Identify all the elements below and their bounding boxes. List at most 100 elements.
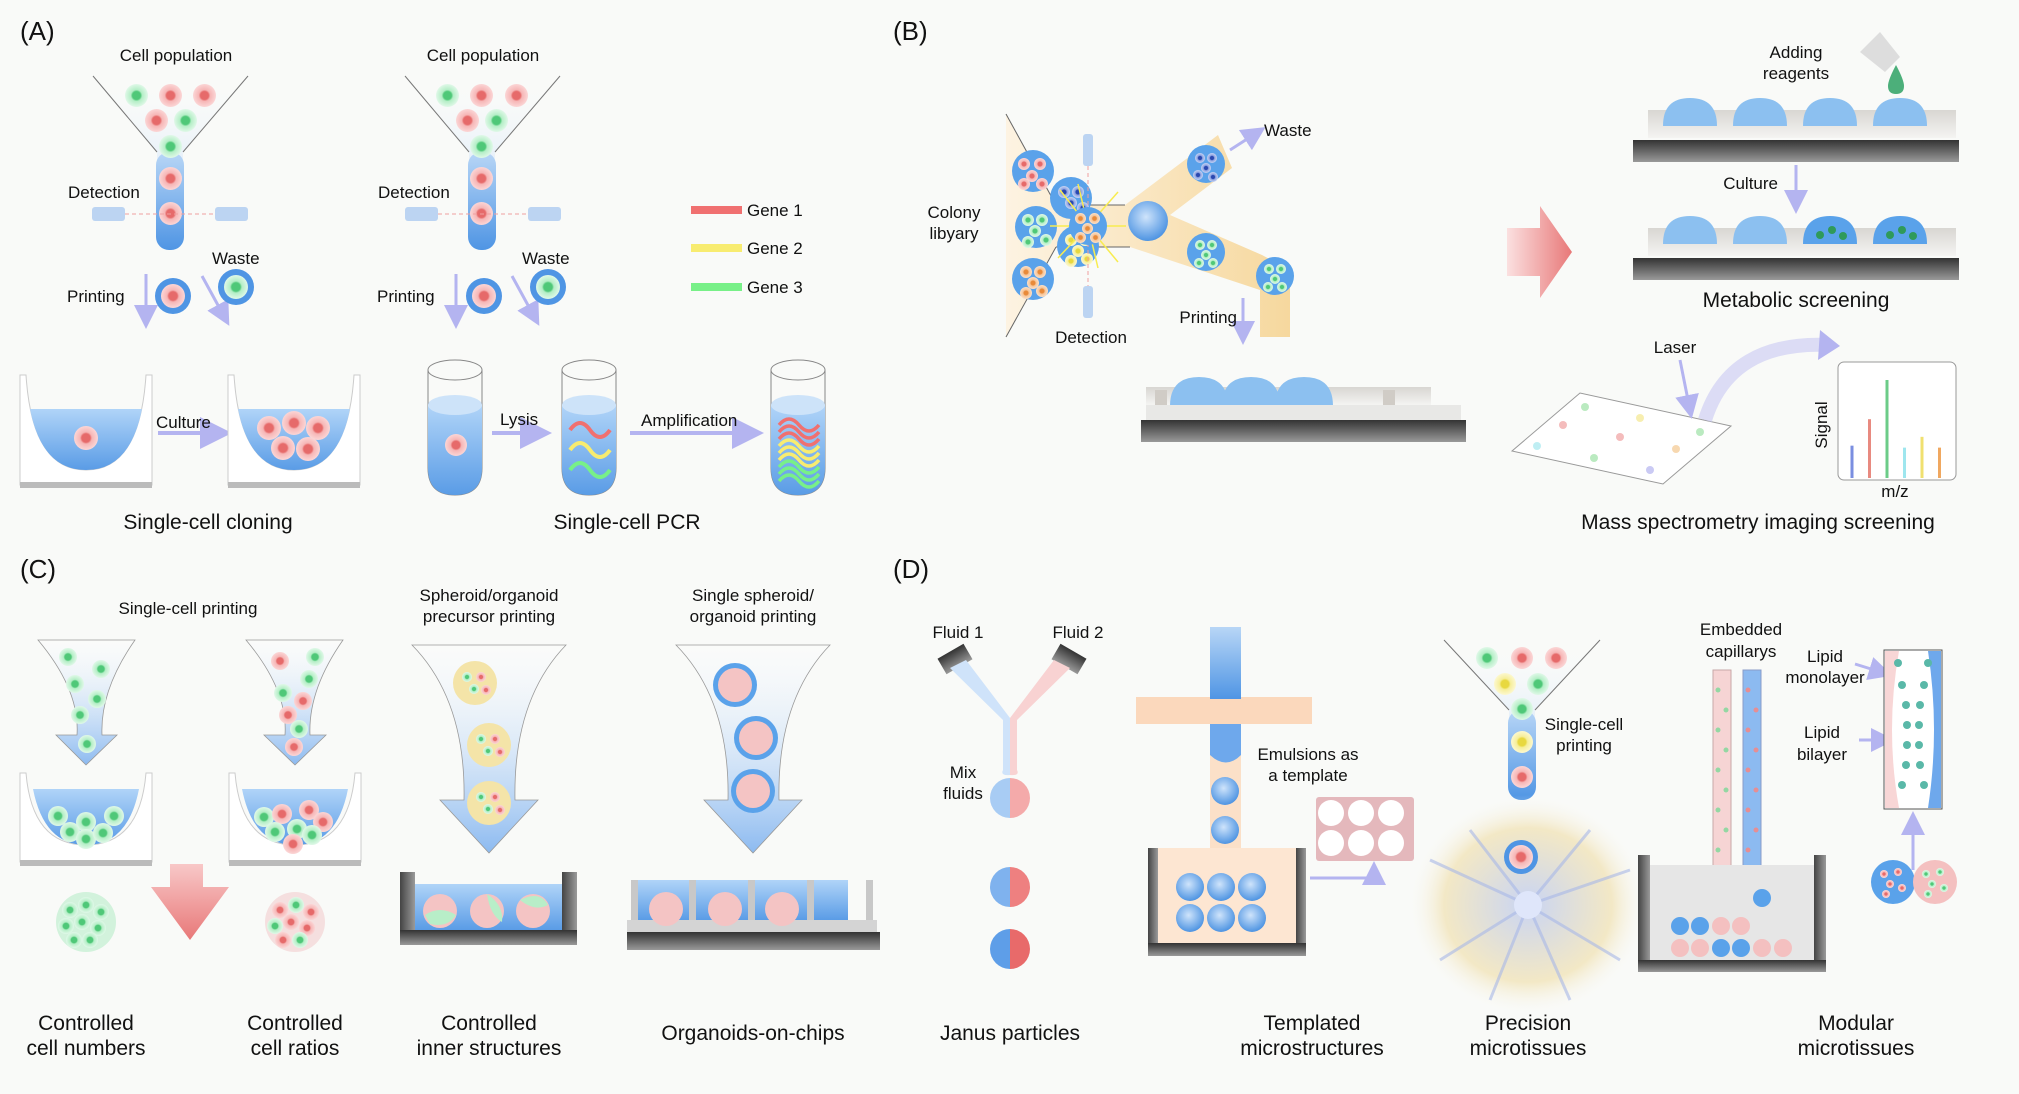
caption-controlled-cell-numbers-line1: Controlled: [38, 1012, 134, 1035]
monolayer-label-line2: monolayer: [1785, 668, 1865, 687]
janus-particles: Fluid 1 Fluid 2 Mix fluids Janus particl…: [932, 623, 1103, 1045]
sc-printing-label-line1: Single-cell: [1545, 715, 1623, 734]
amplification-label: Amplification: [641, 411, 737, 430]
legend-swatch-gene-3: [691, 283, 742, 291]
caption-templated-line2: microstructures: [1240, 1037, 1384, 1060]
fluid-2-label: Fluid 2: [1052, 623, 1103, 642]
empty-droplet: [1128, 201, 1168, 241]
detection-zone: Detection: [1050, 134, 1127, 347]
emulsion-label-line2: a template: [1268, 766, 1347, 785]
ms-imaging-screening: Laser Signal m/z Mass spectrometry imagi…: [1510, 330, 1957, 534]
precursor-spheroids: [453, 661, 511, 825]
cell-cluster: [125, 84, 216, 225]
legend-label-gene-3: Gene 3: [747, 278, 803, 297]
mix-fluids-label-line2: fluids: [943, 784, 983, 803]
panel-d-label: (D): [893, 554, 929, 584]
adding-label-line1: Adding: [1770, 43, 1823, 62]
colony-library-label-line2: libyary: [929, 224, 979, 243]
precursor-label-line2: precursor printing: [423, 607, 555, 626]
mz-axis-label: m/z: [1881, 482, 1908, 501]
panel-b: (B) Colony libyary: [893, 16, 1959, 534]
spectrum-peaks: [1850, 380, 1941, 478]
cell-population-label: Cell population: [120, 46, 232, 65]
laser-label: Laser: [1654, 338, 1697, 357]
panel-b-label: (B): [893, 16, 928, 46]
reagent-drop-icon: [1888, 65, 1904, 94]
caption-precision-line2: microtissues: [1470, 1037, 1587, 1060]
detection-label-b: Detection: [1055, 328, 1127, 347]
msi-caption: Mass spectrometry imaging screening: [1581, 511, 1935, 534]
legend-swatch-gene-2: [691, 244, 742, 252]
funnel-2: Cell population Detection Printing Waste: [377, 46, 570, 329]
legend-swatch-gene-1: [691, 206, 742, 214]
fluid-1-label: Fluid 1: [932, 623, 983, 642]
capillary-label-line2: capillarys: [1706, 642, 1777, 661]
detection-label-2: Detection: [378, 183, 450, 202]
single-cell-cloning-caption: Single-cell cloning: [123, 511, 292, 534]
fluid-1-inlet: [937, 643, 973, 675]
gene-legend: Gene 1 Gene 2 Gene 3: [691, 201, 803, 297]
flow-arrow-right: [1507, 206, 1572, 298]
cell-cluster-2: [436, 84, 528, 225]
sc-printing-label-line2: printing: [1556, 736, 1612, 755]
lipid-molecules: [1894, 659, 1932, 789]
panel-c-label: (C): [20, 554, 56, 584]
metabolic-screening: Adding reagents Culture: [1633, 32, 1959, 312]
single-spheroids: [713, 663, 778, 813]
caption-controlled-inner-structures-line2: inner structures: [417, 1037, 562, 1060]
signal-axis-label: Signal: [1812, 401, 1831, 448]
culture-label: Culture: [156, 413, 211, 432]
waste-label-b: Waste: [1264, 121, 1312, 140]
waste-label-2: Waste: [522, 249, 570, 268]
caption-templated-line1: Templated: [1264, 1012, 1361, 1035]
adding-label-line2: reagents: [1763, 64, 1829, 83]
emulsion-label-line1: Emulsions as: [1257, 745, 1358, 764]
single-cell-pcr-caption: Single-cell PCR: [553, 511, 700, 534]
modules: [1671, 889, 1792, 957]
caption-modular-line2: microtissues: [1798, 1037, 1915, 1060]
caption-controlled-cell-numbers-line2: cell numbers: [26, 1037, 145, 1060]
caption-janus-particles: Janus particles: [940, 1022, 1080, 1045]
mix-fluids-label-line1: Mix: [950, 763, 977, 782]
panel-a-label: (A): [20, 16, 55, 46]
printing-label: Printing: [67, 287, 125, 306]
spectrum-plot: [1837, 361, 1957, 481]
printed-plate: [1141, 377, 1466, 442]
capillary-cells: [1715, 687, 1759, 853]
single-cell-pcr: Lysis Amplification: [427, 359, 826, 534]
fluid-2-inlet: [1051, 643, 1087, 675]
caption-controlled-cell-ratios-line1: Controlled: [247, 1012, 343, 1035]
printing-label-b: Printing: [1179, 308, 1237, 327]
monolayer-label-line1: Lipid: [1807, 647, 1843, 666]
colony-library-label-line1: Colony: [928, 203, 981, 222]
waste-label: Waste: [212, 249, 260, 268]
funnel-1: Cell population Detection Printing Waste: [67, 46, 260, 329]
detector-right: [215, 207, 248, 221]
detection-label: Detection: [68, 183, 140, 202]
modular-microtissues: Embedded capillarys: [1638, 620, 1957, 1060]
funnel-stem: [156, 152, 184, 250]
lysis-label: Lysis: [500, 410, 538, 429]
culture-label-b: Culture: [1723, 174, 1778, 193]
single-spheroid-label-line2: organoid printing: [690, 607, 817, 626]
printing-label-2: Printing: [377, 287, 435, 306]
caption-controlled-cell-ratios-line2: cell ratios: [251, 1037, 340, 1060]
caption-controlled-inner-structures-line1: Controlled: [441, 1012, 537, 1035]
templated-microstructures: Emulsions as a template Templated micros…: [1136, 627, 1414, 1060]
pipette-icon: [1860, 32, 1900, 72]
single-cell-cloning: Culture Single-cell cloning: [19, 374, 361, 534]
cell-population-label-2: Cell population: [427, 46, 539, 65]
flow-arrow-down: [151, 864, 229, 940]
panel-c: (C) Single-cell printing: [19, 554, 880, 1060]
single-cell-printing-label: Single-cell printing: [119, 599, 258, 618]
capillary-label-line1: Embedded: [1700, 620, 1782, 639]
panel-a: (A) Cell population Detection Printi: [19, 16, 826, 534]
legend-label-gene-1: Gene 1: [747, 201, 803, 220]
panel-d: (D) Fluid 1 Fluid 2 Mix fluids Janus par…: [893, 554, 1957, 1060]
bilayer-label-line1: Lipid: [1804, 723, 1840, 742]
legend-label-gene-2: Gene 2: [747, 239, 803, 258]
single-spheroid-label-line1: Single spheroid/: [692, 586, 814, 605]
precision-microtissues: Single-cell printing Precision microtiss…: [1408, 639, 1648, 1060]
caption-precision-line1: Precision: [1485, 1012, 1571, 1035]
caption-modular-line1: Modular: [1818, 1012, 1894, 1035]
